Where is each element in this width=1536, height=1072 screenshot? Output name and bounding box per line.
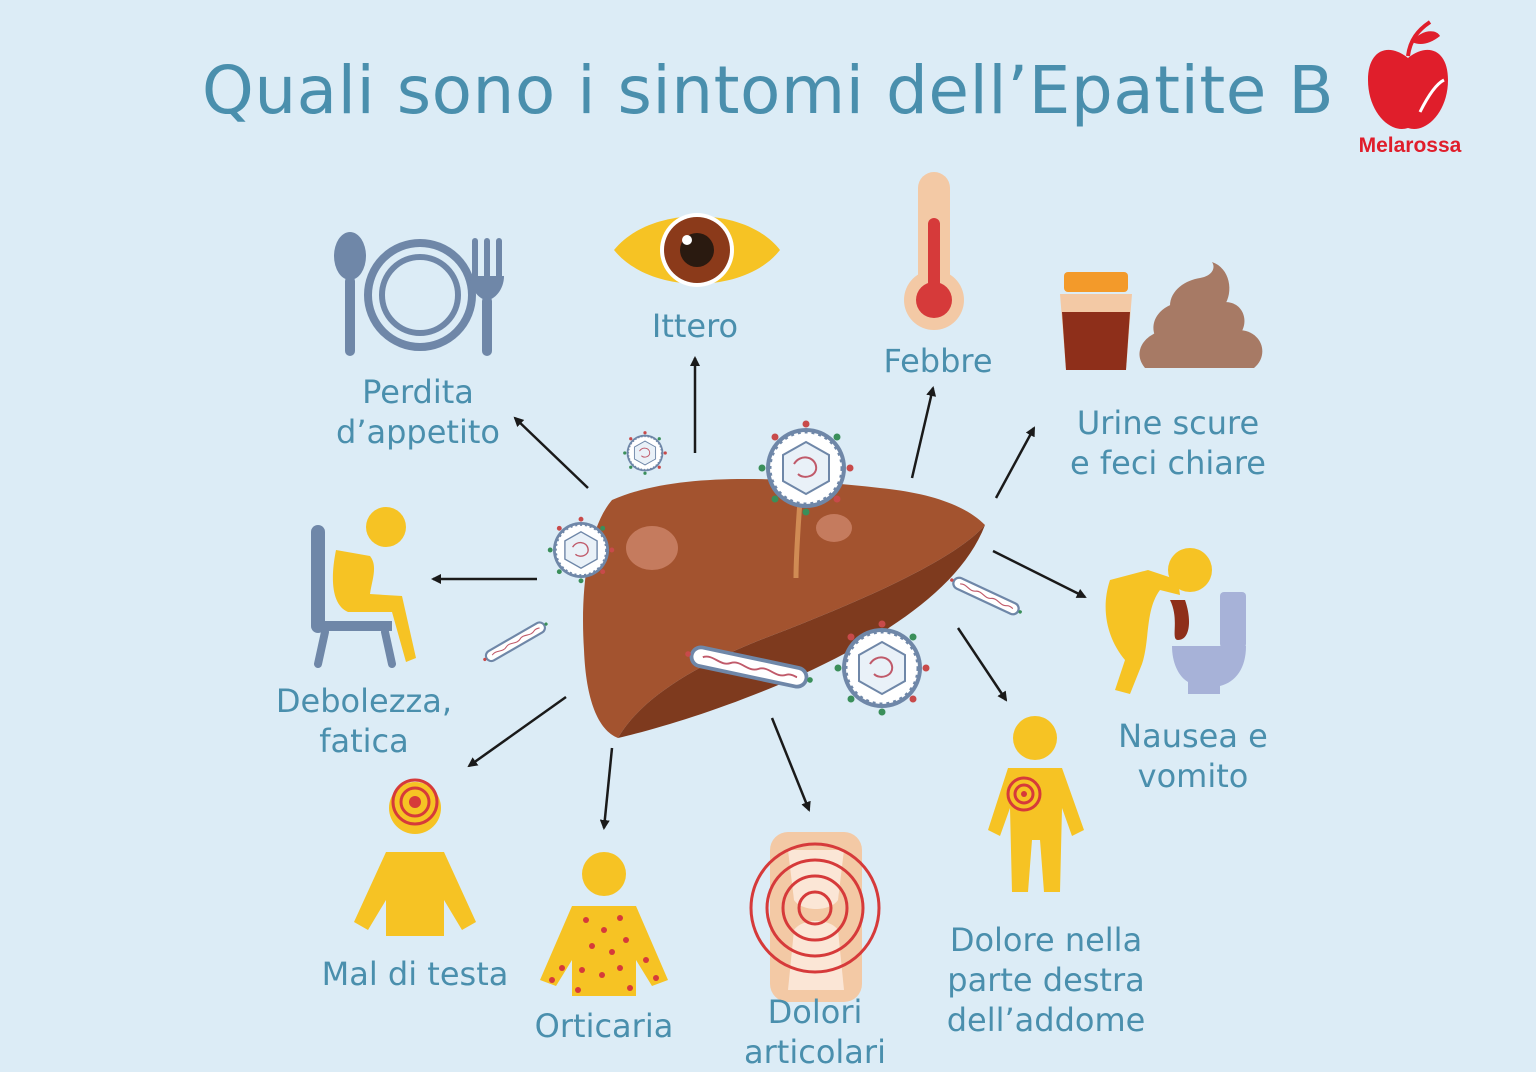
brand-name: Melarossa [1358, 134, 1462, 157]
stool-icon [1139, 262, 1263, 368]
arrow-urine [994, 426, 1036, 499]
virus-icon [479, 616, 552, 667]
label-appetite: Perdita d’appetito [336, 373, 500, 451]
label-fever: Febbre [883, 342, 993, 380]
thermometer-icon [904, 172, 964, 330]
label-hives: Orticaria [534, 1007, 674, 1045]
label-nausea: Nausea e vomito [1118, 717, 1268, 795]
virus-icon [546, 515, 616, 585]
arrow-hives [599, 747, 614, 830]
virus-icon [946, 572, 1026, 620]
knee-joint-icon [749, 832, 881, 1002]
page-title: Quali sono i sintomi dell’Epatite B [201, 52, 1335, 129]
virus-icon [833, 619, 931, 717]
arrow-joints [770, 717, 811, 812]
virus-icon [622, 430, 668, 476]
label-jaundice: Ittero [651, 307, 739, 345]
toilet-icon [1172, 592, 1246, 694]
arrow-fever [910, 386, 937, 479]
label-abdomen: Dolore nella parte destra dell’addome [946, 921, 1146, 1039]
virus-icon [757, 419, 855, 517]
arrows [431, 356, 1087, 830]
label-weakness: Debolezza, fatica [275, 682, 453, 760]
liver-icon [583, 478, 985, 738]
apple-logo-icon [1368, 20, 1448, 129]
arrow-appetite [513, 416, 589, 489]
abdominal-pain-person-icon [988, 716, 1084, 892]
rash-person-icon [540, 852, 668, 996]
label-joints: Dolori articolari [744, 993, 886, 1071]
cutlery-icon [334, 232, 504, 356]
sitting-person-icon [311, 507, 416, 668]
vomiting-person-icon [1105, 548, 1212, 694]
eye-icon [614, 213, 780, 287]
headache-person-icon [354, 778, 476, 936]
arrow-abdomen [956, 627, 1008, 702]
label-headache: Mal di testa [321, 955, 509, 993]
arrow-headache [467, 695, 567, 768]
label-urine: Urine scure e feci chiare [1070, 404, 1266, 482]
arrow-nausea [992, 549, 1087, 599]
urine-glass-icon [1060, 272, 1132, 370]
